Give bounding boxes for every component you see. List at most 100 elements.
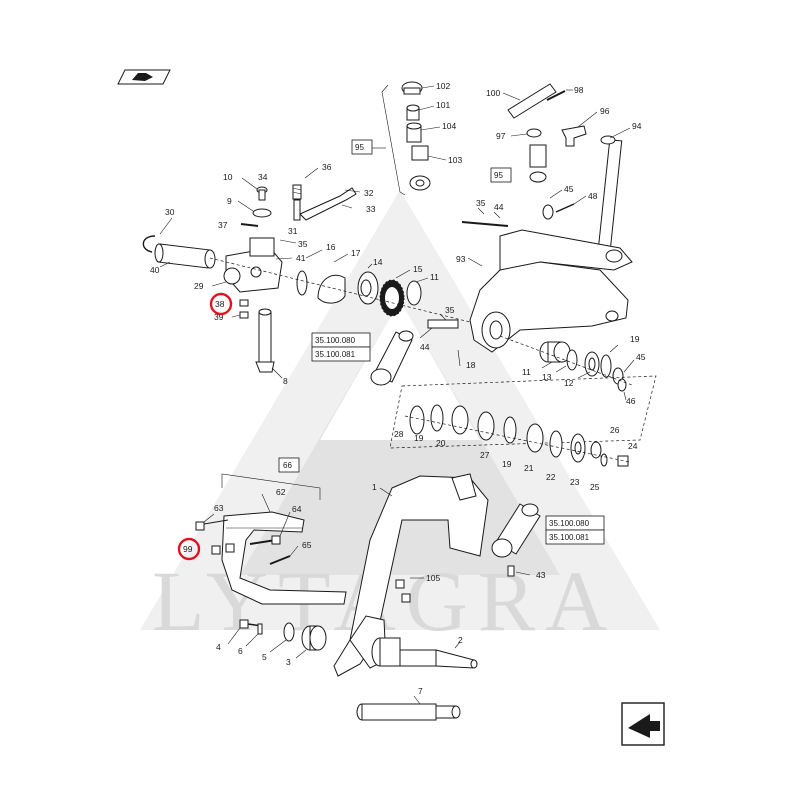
- callout-14[interactable]: 14: [373, 257, 383, 267]
- callout-65[interactable]: 65: [302, 540, 312, 550]
- callout-10[interactable]: 10: [223, 172, 233, 182]
- bracket-96: [561, 125, 587, 147]
- nut-24: [617, 455, 629, 467]
- callout-13[interactable]: 13: [542, 372, 552, 382]
- callout-40[interactable]: 40: [150, 265, 160, 275]
- pin-35-upper: [461, 221, 509, 227]
- callout-30[interactable]: 30: [165, 207, 175, 217]
- ref-box-95-left[interactable]: 95: [351, 139, 373, 155]
- bolt-63: [195, 519, 229, 531]
- callout-44-a[interactable]: 44: [494, 202, 504, 212]
- callout-103[interactable]: 103: [448, 155, 462, 165]
- callout-26[interactable]: 26: [610, 425, 620, 435]
- callout-22[interactable]: 22: [546, 472, 556, 482]
- gear-14: [357, 271, 379, 305]
- callout-35-b[interactable]: 35: [476, 198, 486, 208]
- callout-35-a[interactable]: 35: [298, 239, 308, 249]
- ref-box-35-100-081-lower[interactable]: 35.100.081: [545, 529, 605, 545]
- callout-25[interactable]: 25: [590, 482, 600, 492]
- callout-100[interactable]: 100: [486, 88, 500, 98]
- callout-4[interactable]: 4: [216, 642, 221, 652]
- callout-101[interactable]: 101: [436, 100, 450, 110]
- callout-105[interactable]: 105: [426, 573, 440, 583]
- svg-text:99: 99: [183, 544, 193, 554]
- callout-24[interactable]: 24: [628, 441, 638, 451]
- callout-93[interactable]: 93: [456, 254, 466, 264]
- callout-98[interactable]: 98: [574, 85, 584, 95]
- callout-45-b[interactable]: 45: [636, 352, 646, 362]
- callout-45-a[interactable]: 45: [564, 184, 574, 194]
- callout-41[interactable]: 41: [296, 253, 306, 263]
- shaft-94: [597, 135, 623, 251]
- callout-2[interactable]: 2: [458, 635, 463, 645]
- callout-11-b[interactable]: 11: [522, 367, 531, 377]
- washer-97: [526, 128, 542, 138]
- bushing-11: [406, 280, 422, 306]
- hub-95-right: [529, 144, 547, 183]
- callout-62[interactable]: 62: [276, 487, 286, 497]
- callout-94[interactable]: 94: [632, 121, 642, 131]
- callout-28[interactable]: 28: [394, 429, 404, 439]
- svg-text:66: 66: [283, 461, 292, 470]
- previous-page-icon[interactable]: [117, 69, 171, 85]
- callout-1[interactable]: 1: [372, 482, 377, 492]
- bushing-101: [406, 104, 420, 121]
- callout-29[interactable]: 29: [194, 281, 204, 291]
- callout-96[interactable]: 96: [600, 106, 610, 116]
- callout-27[interactable]: 27: [480, 450, 490, 460]
- bearing-12: [584, 351, 600, 377]
- shaft-7: [356, 703, 461, 721]
- callout-48[interactable]: 48: [588, 191, 598, 201]
- ref-box-35-100-080-upper[interactable]: 35.100.080: [311, 332, 371, 348]
- highlight-callout-99[interactable]: 99: [177, 537, 201, 561]
- nut-26: [590, 441, 602, 459]
- callout-32[interactable]: 32: [364, 188, 374, 198]
- svg-text:35.100.081: 35.100.081: [315, 350, 356, 359]
- washer-46: [617, 378, 627, 392]
- callout-17[interactable]: 17: [351, 248, 361, 258]
- callout-97[interactable]: 97: [496, 131, 506, 141]
- callout-18[interactable]: 18: [466, 360, 476, 370]
- callout-3[interactable]: 3: [286, 657, 291, 667]
- ref-box-95-right[interactable]: 95: [490, 167, 512, 183]
- callout-11-a[interactable]: 11: [430, 272, 439, 282]
- callout-12[interactable]: 12: [564, 378, 574, 388]
- callout-46[interactable]: 46: [626, 396, 636, 406]
- callout-16[interactable]: 16: [326, 242, 336, 252]
- callout-37[interactable]: 37: [218, 220, 228, 230]
- callout-31[interactable]: 31: [288, 226, 298, 236]
- ref-box-66[interactable]: 66: [278, 457, 300, 473]
- callout-15[interactable]: 15: [413, 264, 423, 274]
- callout-6[interactable]: 6: [238, 646, 243, 656]
- ref-box-35-100-080-lower[interactable]: 35.100.080: [545, 515, 605, 531]
- callout-21[interactable]: 21: [524, 463, 534, 473]
- ref-box-35-100-081-upper[interactable]: 35.100.081: [311, 346, 371, 362]
- callout-7[interactable]: 7: [418, 686, 423, 696]
- callout-43[interactable]: 43: [536, 570, 546, 580]
- highlight-callout-38[interactable]: 38: [209, 292, 233, 316]
- callout-104[interactable]: 104: [442, 121, 456, 131]
- callout-64[interactable]: 64: [292, 504, 302, 514]
- cylinder-upper: [370, 330, 414, 386]
- callout-39[interactable]: 39: [214, 312, 224, 322]
- svg-text:35.100.080: 35.100.080: [549, 519, 590, 528]
- callout-33[interactable]: 33: [366, 204, 376, 214]
- next-page-icon[interactable]: [621, 702, 665, 746]
- callout-102[interactable]: 102: [436, 81, 450, 91]
- callout-63[interactable]: 63: [214, 503, 224, 513]
- callout-44-b[interactable]: 44: [420, 342, 430, 352]
- callout-9[interactable]: 9: [227, 196, 232, 206]
- callout-35-c[interactable]: 35: [445, 305, 455, 315]
- callout-20[interactable]: 20: [436, 438, 446, 448]
- callout-34[interactable]: 34: [258, 172, 268, 182]
- pedal-62: [221, 511, 347, 605]
- callout-36[interactable]: 36: [322, 162, 332, 172]
- callout-23[interactable]: 23: [570, 477, 580, 487]
- callout-5[interactable]: 5: [262, 652, 267, 662]
- nut-102: [401, 81, 423, 95]
- callout-19-c[interactable]: 19: [502, 459, 512, 469]
- callout-19-a[interactable]: 19: [630, 334, 640, 344]
- callout-19-b[interactable]: 19: [414, 433, 424, 443]
- callout-8[interactable]: 8: [283, 376, 288, 386]
